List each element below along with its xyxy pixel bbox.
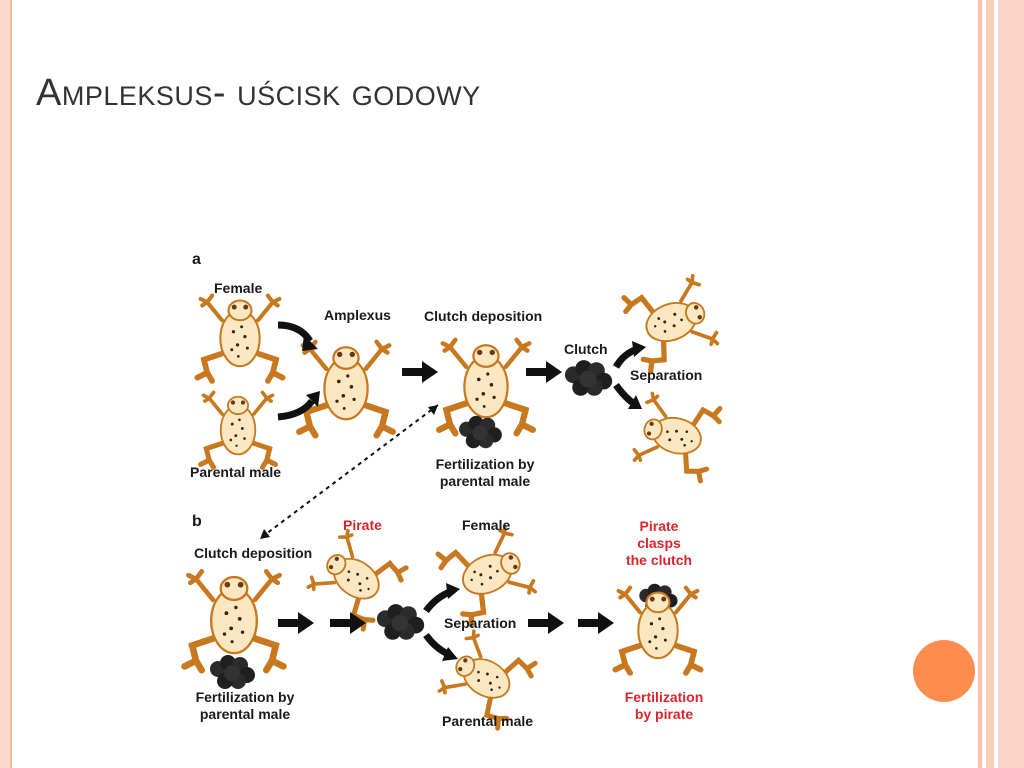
label-amplexus: Amplexus <box>324 307 391 323</box>
label-b-separation: Separation <box>444 615 517 631</box>
label-b-clutch-deposition: Clutch deposition <box>194 545 313 561</box>
label-fertilization-pirate-line2: by pirate <box>634 706 694 722</box>
female-to-amplexus-arrow <box>277 321 313 344</box>
left-decor-stripe <box>0 0 10 768</box>
b-clutch-under-frog-icon <box>210 655 255 689</box>
b-arrow-3 <box>528 612 564 634</box>
label-fertilization-b-line1: Fertilization by <box>195 689 295 705</box>
b-arrow-2 <box>330 612 366 634</box>
amplexus-frog-icon <box>299 342 393 436</box>
left-decor-line <box>10 0 12 768</box>
label-b-parental-male: Parental male <box>442 713 534 729</box>
label-clutch: Clutch <box>564 341 608 357</box>
label-fertilization-b: Fertilization by parental male <box>184 689 306 723</box>
right-decor-stripes <box>978 0 1024 768</box>
b-arrow-1 <box>278 612 314 634</box>
clutch-icon <box>564 360 613 396</box>
label-fertilization-pirate: Fertilization by pirate <box>616 689 712 723</box>
amplexus-to-deposition-arrow <box>402 361 438 383</box>
label-fertilization-a-line2: parental male <box>439 473 531 489</box>
label-fertilization-a-line1: Fertilization by <box>435 456 535 472</box>
b-female-frog-icon <box>435 522 539 626</box>
panel-b-letter: b <box>192 513 202 530</box>
label-fertilization-pirate-line1: Fertilization <box>624 689 704 705</box>
label-pirate-clasps-line2: clasps <box>637 535 681 551</box>
b-clutch-deposition-frog-icon <box>185 571 284 670</box>
label-pirate: Pirate <box>343 517 382 533</box>
deposition-to-clutch-arrow <box>526 361 562 383</box>
label-pirate-clasps: Pirate clasps the clutch <box>616 518 702 569</box>
label-female: Female <box>214 280 263 296</box>
label-fertilization-b-line2: parental male <box>199 706 291 722</box>
figure-graphics <box>180 245 740 735</box>
slide-title: Ampleksus- uścisk godowy <box>36 72 481 114</box>
female-frog-icon <box>197 296 282 381</box>
label-b-female: Female <box>462 517 511 533</box>
male-to-amplexus-arrow <box>277 398 315 421</box>
label-separation: Separation <box>630 367 703 383</box>
label-clutch-deposition: Clutch deposition <box>424 308 543 324</box>
label-fertilization-a: Fertilization by parental male <box>424 456 546 490</box>
pirate-clasping-frog-icon <box>615 588 700 673</box>
label-pirate-clasps-line3: the clutch <box>625 552 693 568</box>
separated-male-frog-icon <box>631 390 723 482</box>
label-parental-male: Parental male <box>190 464 282 480</box>
accent-circle <box>913 640 975 702</box>
clutch-under-frog-icon <box>459 415 502 449</box>
label-pirate-clasps-line1: Pirate <box>639 518 679 534</box>
b-clutch-icon <box>376 604 425 640</box>
b-arrow-4 <box>578 612 614 634</box>
parental-male-frog-icon <box>201 392 276 467</box>
amplexus-figure: a Female Amplexus Clutch deposition Clut… <box>180 245 740 735</box>
panel-a-letter: a <box>192 251 201 268</box>
separated-female-frog-icon <box>621 272 721 372</box>
